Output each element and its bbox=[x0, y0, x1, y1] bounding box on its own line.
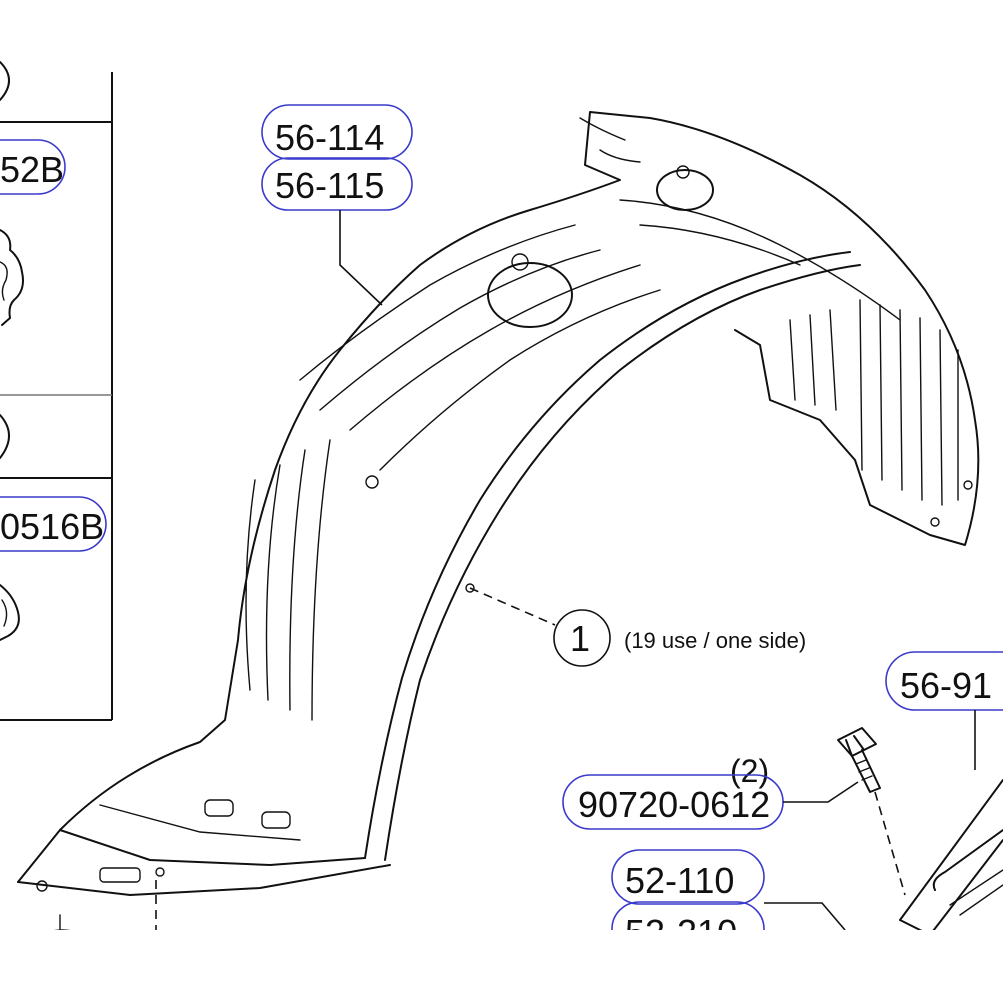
callout-56-91-text: 56-91 bbox=[900, 665, 992, 706]
callout-0516b-text: 0516B bbox=[0, 506, 104, 547]
callout-56-115-text: 56-115 bbox=[275, 165, 384, 206]
clip-usage-note: (19 use / one side) bbox=[624, 628, 806, 653]
bottom-crop bbox=[0, 930, 1003, 1003]
left-inset-panel: 52B 0516B bbox=[0, 61, 113, 721]
leader-52-110 bbox=[764, 902, 846, 931]
right-bracket-drawing bbox=[899, 779, 1003, 936]
clip-upper-icon bbox=[0, 229, 24, 326]
callout-52b-text: 52B bbox=[0, 149, 64, 190]
leader-bolt-path bbox=[874, 791, 906, 896]
callout-90720-0612-text: 90720-0612 bbox=[578, 784, 770, 825]
clip-lower-icon bbox=[0, 584, 20, 641]
callout-56-114-text: 56-114 bbox=[275, 117, 384, 158]
callout-56-115[interactable]: 56-115 bbox=[261, 157, 413, 211]
fender-liner-drawing bbox=[17, 111, 980, 896]
callout-52-110[interactable]: 52-110 bbox=[611, 849, 765, 905]
bolt-drawing bbox=[837, 727, 881, 793]
bottom-left-fragment bbox=[39, 880, 157, 936]
callout-56-91[interactable]: 56-91 bbox=[885, 651, 1003, 711]
leader-56-114 bbox=[339, 210, 383, 306]
bolt-quantity: (2) bbox=[730, 753, 769, 789]
callout-0516b[interactable]: 0516B bbox=[0, 496, 107, 552]
callout-52b[interactable]: 52B bbox=[0, 139, 66, 195]
clip-ref-number: 1 bbox=[570, 618, 590, 659]
clip-reference[interactable]: 1 bbox=[553, 609, 611, 667]
callout-52-110-text: 52-110 bbox=[625, 860, 734, 901]
leader-clip bbox=[469, 587, 556, 626]
callout-90720-0612[interactable]: 90720-0612 bbox=[562, 774, 784, 830]
leader-90720-0612 bbox=[783, 781, 859, 803]
callout-56-114[interactable]: 56-114 bbox=[261, 104, 413, 160]
